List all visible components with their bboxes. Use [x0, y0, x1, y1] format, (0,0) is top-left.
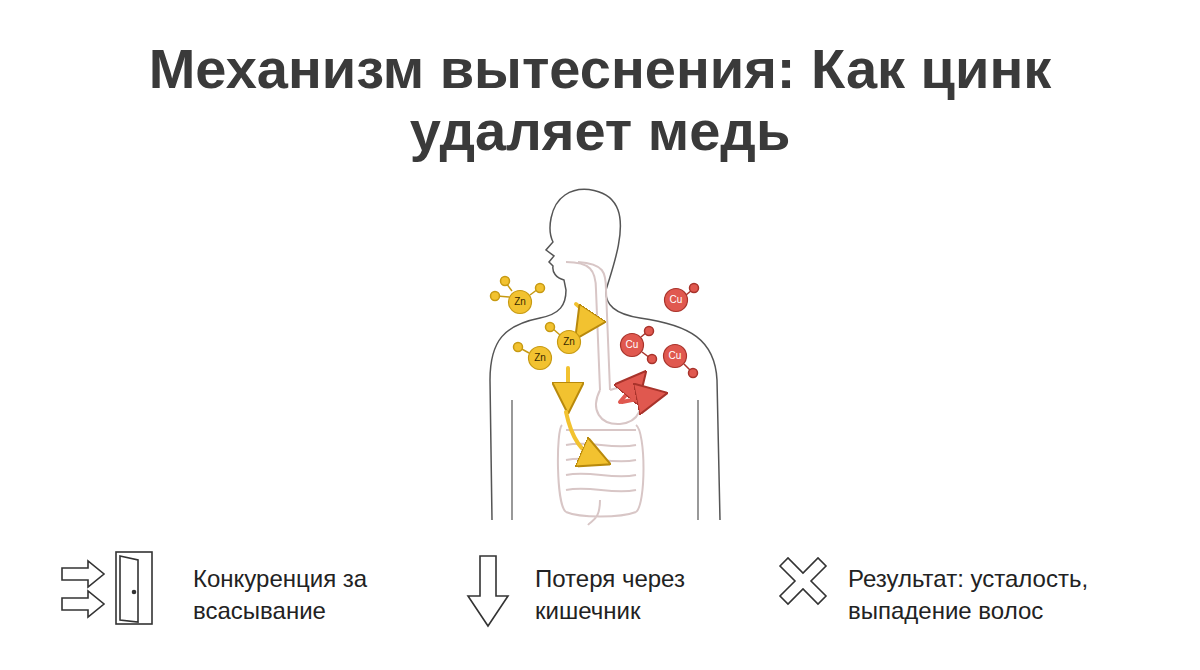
element-symbol: Cu	[663, 344, 687, 368]
element-symbol: Zn	[528, 346, 552, 370]
zinc-atom: Zn	[557, 330, 581, 354]
element-symbol: Cu	[664, 288, 688, 312]
result-icon	[780, 558, 826, 604]
copper-atom: Cu	[664, 288, 688, 312]
copper-atom: Cu	[663, 344, 687, 368]
element-symbol: Zn	[508, 290, 532, 314]
absorption-icon	[62, 552, 152, 624]
zinc-atom: Zn	[508, 290, 532, 314]
zinc-arrow	[566, 304, 596, 458]
copper-arrow	[620, 383, 652, 402]
zinc-atoms	[491, 277, 591, 354]
copper-atoms	[641, 284, 699, 378]
copper-atom: Cu	[620, 333, 644, 357]
arm-line	[512, 400, 698, 520]
title: Механизм вытеснения: Как цинк удаляет ме…	[100, 38, 1100, 162]
loss-icon	[468, 556, 508, 626]
result-text: Результат: усталость, выпадение волос	[848, 563, 1178, 627]
element-symbol: Cu	[620, 333, 644, 357]
zinc-atom: Zn	[528, 346, 552, 370]
absorption-text: Конкуренция за всасывание	[193, 563, 408, 627]
loss-text: Потеря через кишечник	[535, 563, 740, 627]
digestive-tract	[558, 262, 644, 525]
element-symbol: Zn	[557, 330, 581, 354]
body-outline	[490, 190, 720, 520]
